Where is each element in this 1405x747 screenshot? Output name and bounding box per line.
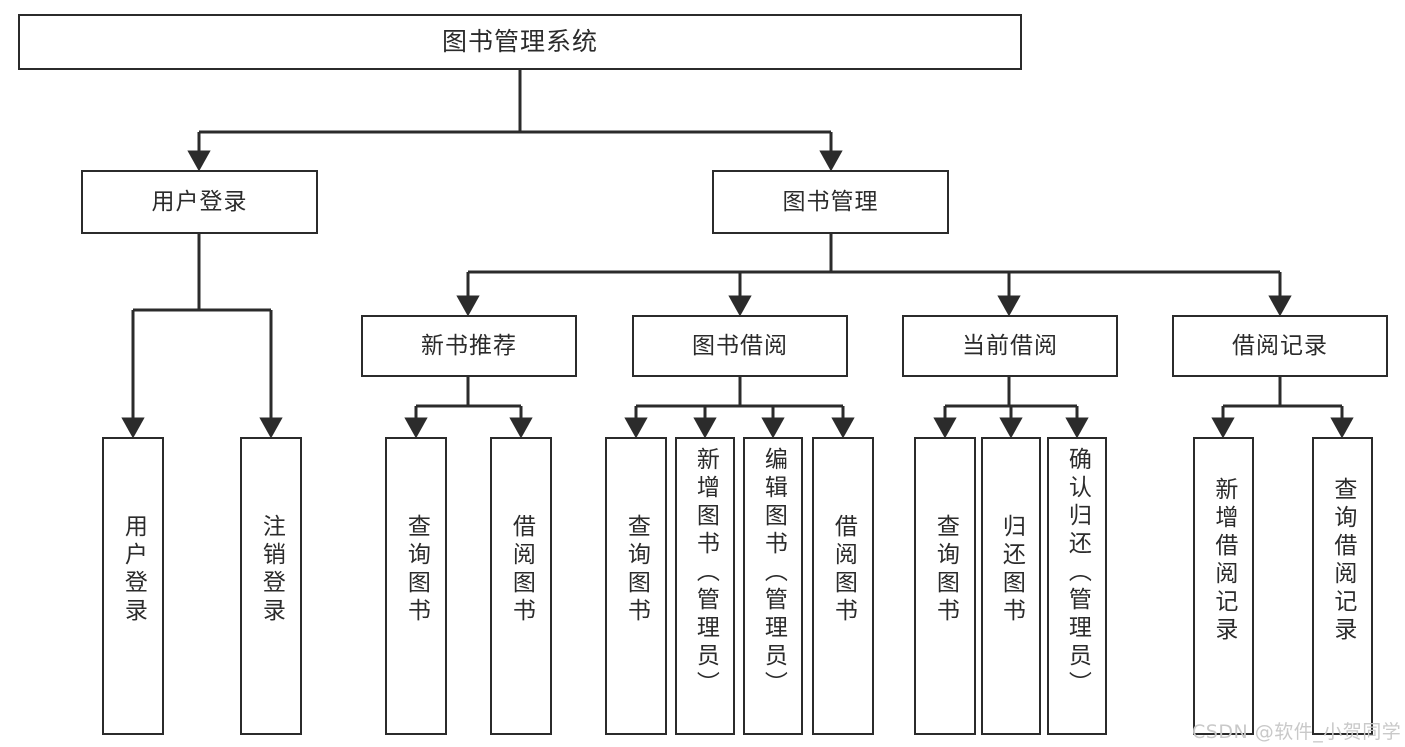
node-book-borrow[interactable]: 图书借阅 [632, 315, 848, 377]
node-leaf-add-book-label: 新增图书（管理员） [692, 447, 719, 699]
node-leaf-query-book-2-label: 查询图书 [623, 514, 650, 626]
node-current-borrow-label: 当前借阅 [962, 332, 1058, 359]
node-borrow-record-label: 借阅记录 [1232, 332, 1328, 359]
node-leaf-edit-book-label: 编辑图书（管理员） [760, 447, 787, 699]
node-leaf-add-book[interactable]: 新增图书（管理员） [675, 437, 735, 735]
node-leaf-return-book[interactable]: 归还图书 [981, 437, 1041, 735]
node-leaf-query-book-1-label: 查询图书 [403, 514, 430, 626]
node-leaf-borrow-book-2-label: 借阅图书 [830, 514, 857, 626]
node-root-label: 图书管理系统 [441, 27, 598, 57]
node-leaf-confirm-return[interactable]: 确认归还（管理员） [1047, 437, 1107, 735]
node-user-login-label: 用户登录 [151, 188, 248, 215]
node-book-management-label: 图书管理 [782, 188, 879, 215]
node-user-login[interactable]: 用户登录 [81, 170, 318, 234]
node-leaf-logout-login[interactable]: 注销登录 [240, 437, 302, 735]
node-leaf-query-record[interactable]: 查询借阅记录 [1312, 437, 1373, 735]
node-leaf-add-record-label: 新增借阅记录 [1210, 477, 1237, 645]
node-new-book-recommend[interactable]: 新书推荐 [361, 315, 577, 377]
node-leaf-user-login[interactable]: 用户登录 [102, 437, 164, 735]
node-new-book-recommend-label: 新书推荐 [421, 332, 517, 359]
node-leaf-query-record-label: 查询借阅记录 [1329, 477, 1356, 645]
node-leaf-borrow-book-1-label: 借阅图书 [508, 514, 535, 626]
node-leaf-query-book-3-label: 查询图书 [932, 514, 959, 626]
node-leaf-query-book-2[interactable]: 查询图书 [605, 437, 667, 735]
node-borrow-record[interactable]: 借阅记录 [1172, 315, 1388, 377]
node-root[interactable]: 图书管理系统 [18, 14, 1022, 70]
node-leaf-query-book-3[interactable]: 查询图书 [914, 437, 976, 735]
node-leaf-return-book-label: 归还图书 [998, 514, 1025, 626]
node-leaf-borrow-book-1[interactable]: 借阅图书 [490, 437, 552, 735]
node-leaf-query-book-1[interactable]: 查询图书 [385, 437, 447, 735]
node-book-borrow-label: 图书借阅 [692, 332, 788, 359]
node-leaf-confirm-return-label: 确认归还（管理员） [1064, 447, 1091, 699]
node-leaf-edit-book[interactable]: 编辑图书（管理员） [743, 437, 803, 735]
node-leaf-logout-login-label: 注销登录 [258, 514, 285, 626]
node-leaf-user-login-label: 用户登录 [120, 514, 147, 626]
node-current-borrow[interactable]: 当前借阅 [902, 315, 1118, 377]
node-leaf-add-record[interactable]: 新增借阅记录 [1193, 437, 1254, 735]
watermark: CSDN @软件_小贺同学 [1192, 721, 1402, 743]
node-leaf-borrow-book-2[interactable]: 借阅图书 [812, 437, 874, 735]
node-book-management[interactable]: 图书管理 [712, 170, 949, 234]
